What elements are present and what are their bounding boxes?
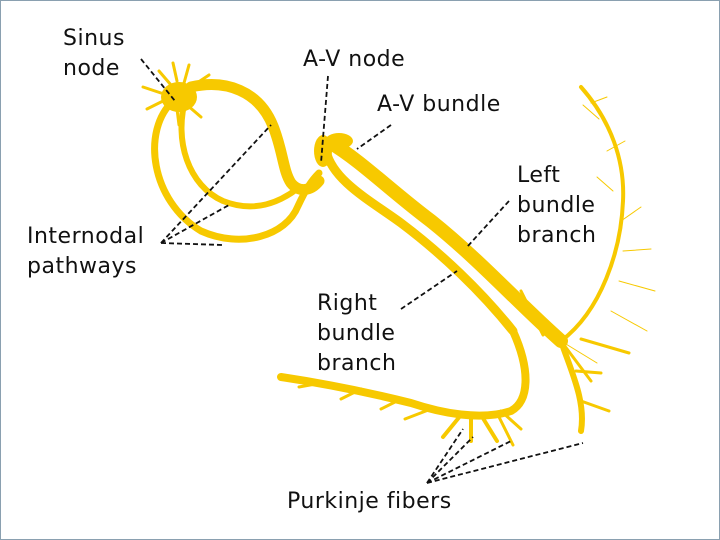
internodal-pathways [151, 79, 325, 243]
leader-sinus [140, 58, 176, 102]
purkinje-fibers-label: Purkinje fibers [287, 489, 452, 514]
leader-left-branch [466, 200, 510, 248]
leader-right-branch [400, 270, 458, 310]
leader-av-node [320, 75, 329, 164]
leader-purkinje-4 [426, 442, 584, 484]
av-bundle-shape [321, 136, 568, 348]
av-bundle-label: A-V bundle [377, 92, 501, 117]
right-bundle-branch-label: Right bundle branch [317, 291, 397, 376]
av-node-shape [314, 133, 353, 167]
leader-purkinje-1 [426, 428, 464, 484]
internodal-pathway-upper [185, 79, 325, 195]
leader-internodal-3 [160, 242, 224, 246]
leader-internodal-2 [160, 204, 230, 244]
av-node-label: A-V node [303, 47, 406, 72]
left-bundle-branch-label: Left bundle branch [517, 163, 597, 248]
leader-purkinje-3 [426, 440, 512, 484]
right-bundle-branch-shape [277, 327, 530, 447]
sinus-node-label: Sinus node [63, 26, 125, 81]
leader-purkinje-2 [426, 436, 474, 484]
internodal-pathways-label: Internodal pathways [27, 224, 145, 279]
internodal-pathway-middle [178, 94, 300, 210]
leader-lines [140, 58, 584, 484]
left-bundle-branch-shape [519, 85, 656, 434]
sinus-node-core [161, 82, 197, 112]
leader-internodal-1 [160, 124, 272, 244]
leader-av-bundle [356, 124, 392, 150]
